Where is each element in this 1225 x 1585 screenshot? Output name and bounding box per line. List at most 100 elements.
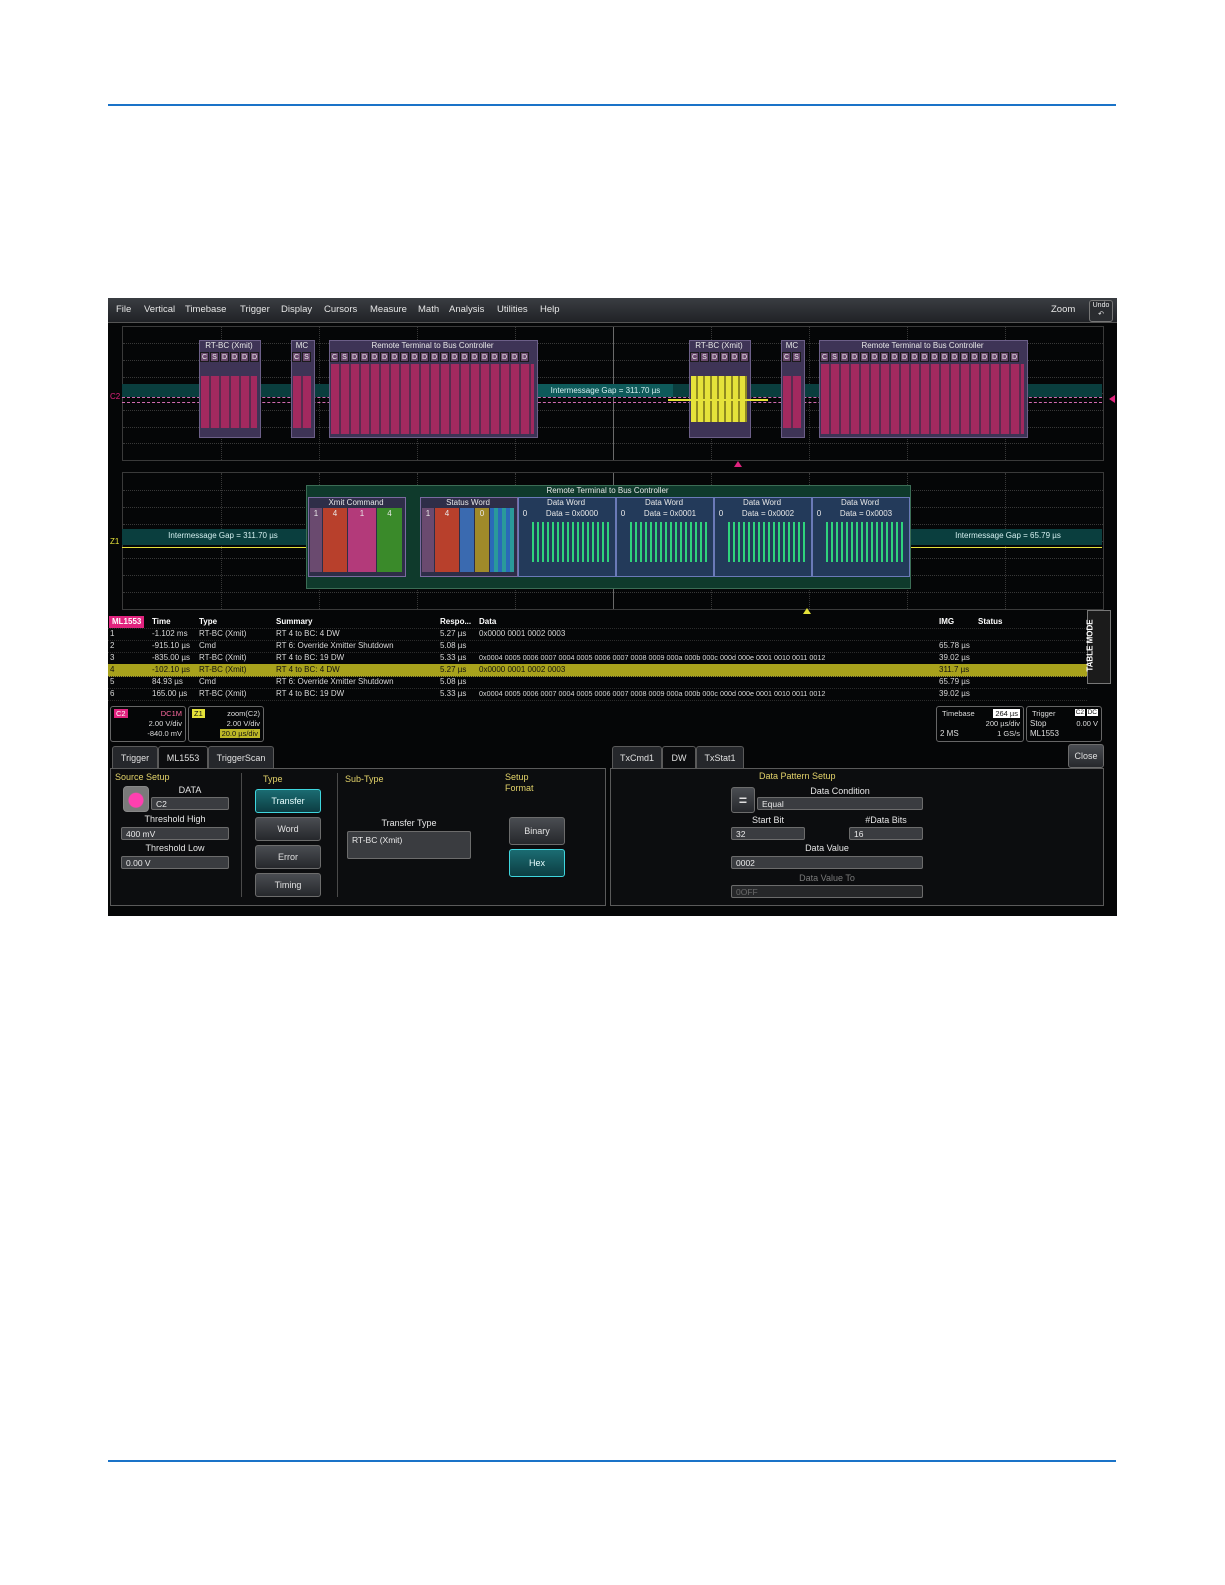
separator — [241, 773, 242, 897]
menu-file[interactable]: File — [116, 304, 132, 315]
data-condition-field[interactable]: Equal — [757, 797, 923, 810]
tab-ml1553[interactable]: ML1553 — [158, 746, 208, 770]
type-label: Type — [263, 774, 283, 784]
cell-d: D — [730, 352, 739, 362]
trigger-descriptor[interactable]: Trigger C2 DC Stop 0.00 V ML1553 — [1026, 706, 1102, 742]
cell-d: D — [720, 352, 729, 362]
cell-d: D — [350, 352, 359, 362]
row-time: 84.93 µs — [152, 677, 183, 686]
menu-display[interactable]: Display — [281, 304, 313, 315]
cell-d: D — [390, 352, 399, 362]
row-index: 5 — [110, 677, 115, 686]
lower-trigger-marker — [803, 608, 811, 614]
format-binary-button[interactable]: Binary — [509, 817, 565, 845]
undo-label: Undo — [1092, 302, 1110, 309]
tab-triggerscan[interactable]: TriggerScan — [208, 746, 274, 769]
trigger-mode: Stop — [1030, 719, 1047, 728]
threshold-low-field[interactable]: 0.00 V — [121, 856, 229, 869]
menu-utilities[interactable]: Utilities — [497, 304, 528, 315]
cell-d: D — [370, 352, 379, 362]
table-row[interactable]: 2 -915.10 µs Cmd RT 6: Override Xmitter … — [108, 640, 1087, 653]
setup-label: Setup — [505, 772, 529, 782]
threshold-high-label: Threshold High — [144, 814, 206, 824]
status-bit-0: 0 — [479, 509, 485, 518]
table-row-selected[interactable]: 4 -102.10 µs RT-BC (Xmit) RT 4 to BC: 4 … — [108, 664, 1087, 677]
upper-trigger-marker — [734, 461, 742, 467]
cell-d: D — [400, 352, 409, 362]
table-row[interactable]: 5 84.93 µs Cmd RT 6: Override Xmitter Sh… — [108, 676, 1087, 689]
format-hex-button[interactable]: Hex — [509, 849, 565, 877]
menu-help[interactable]: Help — [540, 304, 560, 315]
menu-math[interactable]: Math — [418, 304, 440, 315]
table-badge[interactable]: ML1553 — [109, 616, 145, 628]
table-row[interactable]: 6 165.00 µs RT-BC (Xmit) RT 4 to BC: 19 … — [108, 688, 1087, 701]
decode-table: ML1553 Time Type Summary Respo... Data I… — [108, 616, 1087, 701]
z1-descriptor[interactable]: Z1 zoom(C2) 2.00 V/div 20.0 µs/div — [188, 706, 264, 742]
menu-measure[interactable]: Measure — [370, 304, 407, 315]
table-row[interactable]: 1 -1.102 ms RT-BC (Xmit) RT 4 to BC: 4 D… — [108, 628, 1087, 641]
data-bits-field[interactable]: 16 — [849, 827, 923, 840]
row-response: 5.33 µs — [440, 653, 467, 662]
z1-desc: zoom(C2) — [227, 709, 260, 718]
menu-vertical[interactable]: Vertical — [144, 304, 176, 315]
row-time: -835.00 µs — [152, 653, 190, 662]
menu-analysis[interactable]: Analysis — [449, 304, 485, 315]
xmit-field-3 — [348, 508, 376, 572]
menu-timebase[interactable]: Timebase — [185, 304, 227, 315]
data-word-1-label: Data Word — [546, 498, 586, 507]
data-value-field[interactable]: 0002 — [731, 856, 923, 869]
status-field-5 — [490, 508, 514, 572]
type-error-button[interactable]: Error — [255, 845, 321, 869]
upper-packet-4-signal — [821, 364, 1024, 434]
condition-equal-button[interactable]: = — [731, 787, 755, 813]
start-bit-field[interactable]: 32 — [731, 827, 805, 840]
zoom-label[interactable]: Zoom — [1051, 304, 1076, 315]
row-type: RT-BC (Xmit) — [199, 653, 247, 662]
data-source-icon[interactable] — [123, 786, 149, 812]
data-word-1-value: Data = 0x0000 — [545, 509, 599, 518]
menu-trigger[interactable]: Trigger — [240, 304, 270, 315]
row-type: RT-BC (Xmit) — [199, 629, 247, 638]
cell-c: C — [820, 352, 829, 362]
transfer-type-field[interactable]: RT-BC (Xmit) — [347, 831, 471, 859]
c2-descriptor[interactable]: C2 DC1M 2.00 V/div -840.0 mV — [110, 706, 186, 742]
data-word-1-signal — [532, 522, 612, 562]
data-bits-label: #Data Bits — [865, 815, 907, 825]
data-value-label: Data Value — [805, 843, 849, 853]
row-index: 3 — [110, 653, 115, 662]
xmit-field-4 — [377, 508, 402, 572]
threshold-high-field[interactable]: 400 mV — [121, 827, 229, 840]
cell-d: D — [740, 352, 749, 362]
row-data: 0x0004 0005 0006 0007 0004 0005 0006 000… — [479, 653, 826, 662]
status-field-2 — [435, 508, 459, 572]
type-word-button[interactable]: Word — [255, 817, 321, 841]
upper-packet-1-signal — [201, 376, 257, 428]
data-word-1-zero: 0 — [522, 509, 528, 518]
cell-s: S — [302, 352, 311, 362]
tab-dw[interactable]: DW — [662, 746, 696, 770]
type-transfer-button[interactable]: Transfer — [255, 789, 321, 813]
row-type: Cmd — [199, 677, 216, 686]
row-summary: RT 6: Override Xmitter Shutdown — [276, 641, 394, 650]
z1-channel-marker: Z1 — [110, 537, 120, 546]
data-word-2-value: Data = 0x0001 — [643, 509, 697, 518]
type-timing-button[interactable]: Timing — [255, 873, 321, 897]
tab-trigger[interactable]: Trigger — [112, 746, 158, 769]
z1-tdiv: 20.0 µs/div — [219, 729, 260, 738]
timebase-tdiv: 200 µs/div — [985, 719, 1020, 728]
table-mode-button[interactable]: TABLE MODE — [1086, 610, 1111, 684]
upper-mc-1-signal — [293, 376, 311, 428]
tab-txcmd1[interactable]: TxCmd1 — [612, 746, 662, 769]
upper-right-marker — [1109, 395, 1115, 403]
undo-button[interactable]: Undo ↶ — [1089, 300, 1113, 322]
col-summary: Summary — [276, 617, 313, 626]
row-response: 5.33 µs — [440, 689, 467, 698]
close-button[interactable]: Close — [1068, 744, 1104, 768]
tab-txstat1[interactable]: TxStat1 — [696, 746, 744, 769]
data-source-field[interactable]: C2 — [151, 797, 229, 810]
source-setup-label: Source Setup — [115, 772, 170, 782]
timebase-descriptor[interactable]: Timebase 264 µs 200 µs/div 2 MS 1 GS/s — [936, 706, 1024, 742]
start-bit-label: Start Bit — [751, 815, 784, 825]
menu-cursors[interactable]: Cursors — [324, 304, 358, 315]
transfer-type-label: Transfer Type — [381, 818, 437, 828]
